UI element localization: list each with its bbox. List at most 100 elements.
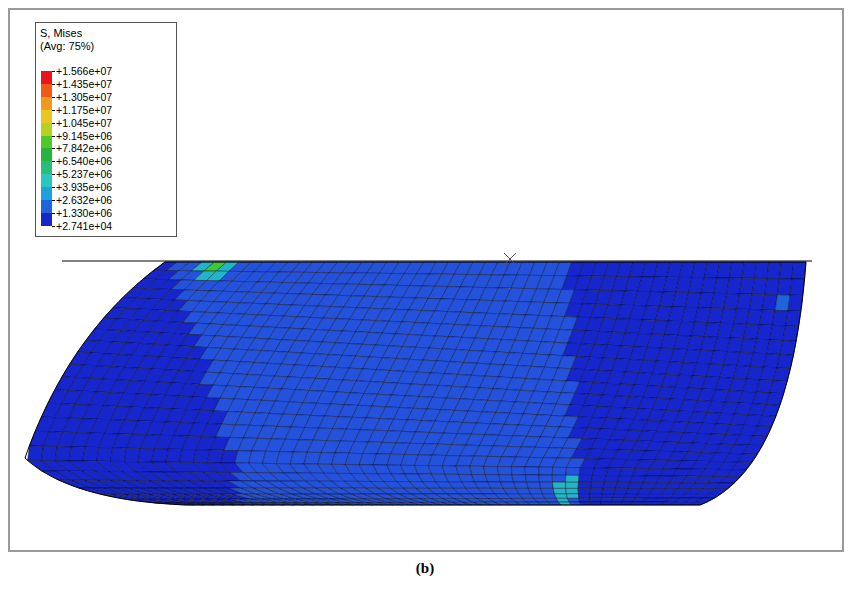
mesh-element <box>528 488 542 493</box>
reference-point-marker <box>504 253 516 265</box>
legend-value: +2.632e+06 <box>56 194 112 206</box>
mesh-element <box>514 482 529 488</box>
mesh-element <box>612 498 624 502</box>
mesh-element <box>501 482 516 488</box>
mesh-element <box>525 467 539 475</box>
legend-value: +1.175e+07 <box>56 104 112 116</box>
legend-tick <box>52 123 55 124</box>
mesh-element <box>758 416 776 427</box>
mesh-element <box>472 475 488 482</box>
mesh-element <box>470 466 485 474</box>
legend-value: +1.435e+07 <box>56 78 112 90</box>
legend-value: +1.566e+07 <box>56 65 112 77</box>
mesh-element <box>539 475 553 482</box>
mesh-element <box>790 279 804 296</box>
mesh-element <box>539 467 553 475</box>
color-swatch <box>41 136 52 149</box>
mesh-element <box>775 295 790 311</box>
legend-tick <box>52 97 55 98</box>
mesh-element <box>540 482 554 488</box>
mesh-element <box>152 449 168 462</box>
mesh-element <box>755 262 770 279</box>
color-swatch <box>41 187 52 200</box>
mesh-element <box>578 494 590 499</box>
mesh-element <box>527 482 541 488</box>
legend-tick <box>52 161 55 162</box>
legend-tick <box>52 148 55 149</box>
legend-tick <box>52 187 55 188</box>
mesh-element <box>499 475 514 482</box>
mesh-element <box>606 468 622 476</box>
mesh-element <box>138 449 154 463</box>
mesh-element <box>566 494 579 499</box>
mesh-element <box>69 447 85 461</box>
legend-tick <box>52 200 55 201</box>
mesh-element <box>590 494 602 499</box>
mesh-element <box>762 295 777 311</box>
mesh-element <box>590 498 601 502</box>
legend-value: +1.045e+07 <box>56 117 112 129</box>
rigid-surface-line <box>62 261 812 262</box>
legend-tick <box>52 71 55 72</box>
mesh-element <box>553 482 566 488</box>
legend-value: +1.305e+07 <box>56 91 112 103</box>
marker-stroke <box>504 253 516 265</box>
mesh-element <box>111 448 127 462</box>
mesh-element <box>601 498 613 502</box>
mesh-element <box>442 466 458 475</box>
legend-value: +7.842e+06 <box>56 142 112 154</box>
mesh-element <box>579 475 593 482</box>
mesh-element <box>566 482 579 488</box>
legend-value: +9.145e+06 <box>56 130 112 142</box>
mesh-element <box>526 475 540 482</box>
legend-title: (Avg: 75%) <box>40 40 94 52</box>
mesh-element <box>788 295 803 311</box>
mesh-element <box>765 279 780 295</box>
legend-value: +5.237e+06 <box>56 168 112 180</box>
legend-tick <box>52 174 55 175</box>
color-swatch <box>41 161 52 174</box>
mesh-element <box>566 475 580 482</box>
legend-value: +2.741e+04 <box>56 220 112 232</box>
mesh-element <box>748 436 767 446</box>
mesh-element <box>541 488 555 493</box>
mesh-element <box>767 262 781 279</box>
fea-mesh <box>28 262 806 505</box>
mesh-element <box>55 447 71 461</box>
mesh-element <box>590 488 603 493</box>
legend-value: +6.540e+06 <box>56 155 112 167</box>
mesh-element <box>742 262 757 278</box>
mesh-element <box>614 488 628 493</box>
color-swatch <box>41 200 52 213</box>
color-swatch <box>41 213 52 226</box>
mesh-element <box>593 468 608 476</box>
mesh-element <box>485 475 500 482</box>
mesh-element <box>773 310 788 326</box>
mesh-element <box>604 476 619 483</box>
color-swatch <box>41 97 52 110</box>
mesh-element <box>762 405 780 417</box>
mesh-element <box>752 278 767 294</box>
mesh-element <box>766 393 783 405</box>
marker-stroke <box>504 253 516 265</box>
mesh-element <box>603 482 617 488</box>
mesh-element <box>780 262 794 279</box>
mesh-element <box>28 446 44 461</box>
mesh-element <box>484 466 499 474</box>
mesh-element <box>579 468 594 476</box>
mesh-element <box>512 475 527 482</box>
mesh-element <box>511 467 525 475</box>
mesh-element <box>579 498 591 502</box>
mesh-element <box>568 498 580 502</box>
mesh-element <box>566 468 581 476</box>
mesh-element <box>543 494 557 499</box>
mesh-element <box>591 482 605 488</box>
mesh-element <box>124 448 140 462</box>
mesh-element <box>83 447 99 461</box>
mesh-element <box>601 494 614 499</box>
legend-value: +1.330e+06 <box>56 207 112 219</box>
legend-tick <box>52 84 55 85</box>
legend-tick <box>52 136 55 137</box>
mesh-element <box>166 449 182 462</box>
mesh-element <box>553 488 566 493</box>
